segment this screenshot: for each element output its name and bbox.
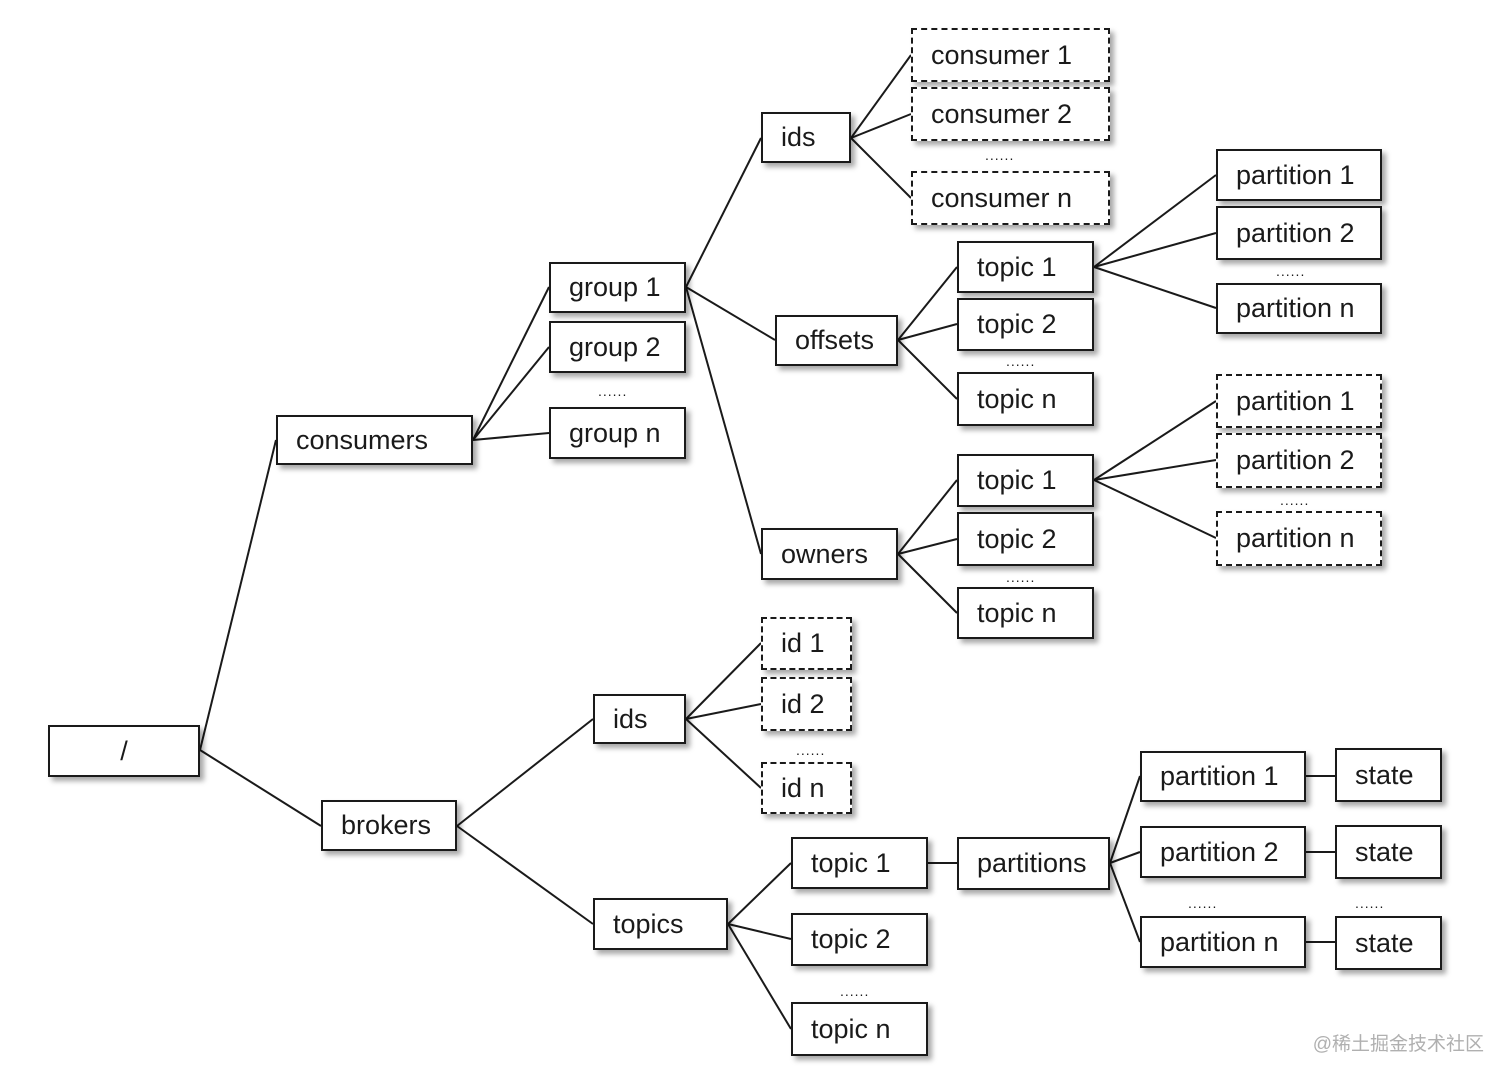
connector-line xyxy=(1093,459,1217,481)
connector-line xyxy=(727,923,792,1030)
ellipsis-brokers-topics: ...... xyxy=(840,983,870,999)
ellipsis-states: ...... xyxy=(1355,895,1385,911)
ellipsis-ids: ...... xyxy=(796,742,826,758)
connector-line xyxy=(685,286,776,341)
node-owners-topic-2: topic 2 xyxy=(957,512,1094,566)
ellipsis-offsets-partitions: ...... xyxy=(1276,263,1306,279)
ellipsis-brokers-partitions: ...... xyxy=(1188,895,1218,911)
connector-line xyxy=(1093,266,1217,309)
connector-line xyxy=(472,286,550,441)
node-group-n: group n xyxy=(549,407,686,459)
node-owners-topic-n: topic n xyxy=(957,587,1094,639)
node-group-2: group 2 xyxy=(549,321,686,373)
connector-line xyxy=(897,538,958,555)
connector-line xyxy=(727,923,792,940)
connector-line xyxy=(1093,232,1217,268)
watermark: @稀土掘金技术社区 xyxy=(1312,1034,1484,1055)
connector-line xyxy=(685,703,762,720)
node-partitions: partitions xyxy=(957,837,1110,890)
node-root: / xyxy=(48,725,200,777)
node-brokers-partition-2: partition 2 xyxy=(1140,826,1306,878)
connector-line xyxy=(1093,479,1217,539)
ellipsis-owners-topics: ...... xyxy=(1006,569,1036,585)
node-consumer-2: consumer 2 xyxy=(911,87,1110,141)
connector-line xyxy=(472,346,550,441)
connector-line xyxy=(850,113,912,139)
connector-line xyxy=(1093,400,1217,481)
connector-line xyxy=(685,286,762,555)
node-brokers: brokers xyxy=(321,800,457,851)
connector-line xyxy=(897,479,958,555)
connector-line xyxy=(472,432,550,441)
node-brokers-partition-1: partition 1 xyxy=(1140,751,1306,802)
node-owners-partition-1: partition 1 xyxy=(1216,374,1382,428)
node-group-1: group 1 xyxy=(549,262,686,313)
connector-line xyxy=(897,339,958,400)
connector-line xyxy=(456,825,594,925)
node-topics: topics xyxy=(593,898,728,950)
node-offsets-topic-1: topic 1 xyxy=(957,241,1094,293)
connector-line xyxy=(685,718,762,789)
connector-line xyxy=(897,553,958,614)
node-owners-topic-1: topic 1 xyxy=(957,454,1094,507)
node-brokers-topic-n: topic n xyxy=(791,1002,928,1056)
ellipsis-consumers: ...... xyxy=(985,147,1015,163)
connector-line xyxy=(727,862,792,925)
connector-line xyxy=(199,749,322,827)
connector-line xyxy=(1093,174,1217,268)
node-state-2: state xyxy=(1335,825,1442,879)
connector-line xyxy=(850,54,912,139)
node-offsets-partition-2: partition 2 xyxy=(1216,206,1382,260)
connector-line xyxy=(897,323,958,341)
connector-line xyxy=(850,137,912,199)
node-brokers-topic-2: topic 2 xyxy=(791,913,928,966)
node-owners: owners xyxy=(761,528,898,580)
ellipsis-offsets-topics: ...... xyxy=(1006,353,1036,369)
node-offsets: offsets xyxy=(775,315,898,366)
node-consumer-ids: ids xyxy=(761,112,851,163)
connector-line xyxy=(456,718,594,827)
node-state-n: state xyxy=(1335,916,1442,970)
connector-line xyxy=(685,642,762,720)
node-state-1: state xyxy=(1335,748,1442,802)
connector-line xyxy=(897,266,958,341)
node-broker-ids: ids xyxy=(593,694,686,744)
node-owners-partition-2: partition 2 xyxy=(1216,433,1382,488)
connector-line xyxy=(1109,775,1141,864)
node-brokers-topic-1: topic 1 xyxy=(791,837,928,889)
ellipsis-owners-partitions: ...... xyxy=(1280,492,1310,508)
connector-line xyxy=(199,439,277,751)
node-owners-partition-n: partition n xyxy=(1216,511,1382,566)
connector-line xyxy=(685,137,762,288)
connector-line xyxy=(1109,862,1141,943)
node-offsets-topic-2: topic 2 xyxy=(957,298,1094,351)
node-id-n: id n xyxy=(761,762,852,814)
node-consumer-1: consumer 1 xyxy=(911,28,1110,82)
node-offsets-topic-n: topic n xyxy=(957,372,1094,426)
node-offsets-partition-n: partition n xyxy=(1216,283,1382,334)
node-consumer-n: consumer n xyxy=(911,171,1110,225)
node-id-2: id 2 xyxy=(761,677,852,731)
node-offsets-partition-1: partition 1 xyxy=(1216,149,1382,201)
ellipsis-groups: ...... xyxy=(598,383,628,399)
connector-line xyxy=(1109,851,1141,864)
node-id-1: id 1 xyxy=(761,617,852,670)
node-brokers-partition-n: partition n xyxy=(1140,916,1306,968)
node-consumers: consumers xyxy=(276,415,473,465)
